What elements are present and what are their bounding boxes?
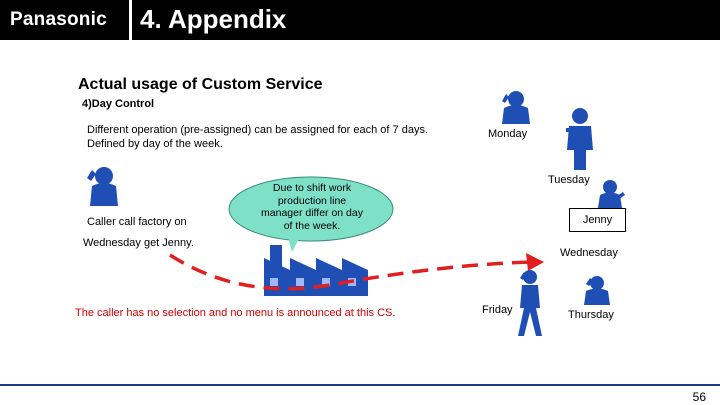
caller-caption-line-2: Wednesday get Jenny. <box>83 237 194 249</box>
panasonic-logo: Panasonic <box>10 9 107 30</box>
bubble-line-1: Due to shift work <box>272 182 352 194</box>
wednesday-label: Wednesday <box>560 247 618 259</box>
friday-person-icon <box>518 270 542 336</box>
caller-person-icon <box>87 167 118 206</box>
thursday-person-icon <box>584 276 610 305</box>
bubble-line-3: manager differ on day <box>261 207 363 219</box>
subsection-title: 4)Day Control <box>82 98 155 110</box>
footer-divider <box>0 384 720 386</box>
tuesday-person-icon <box>566 108 593 170</box>
bubble-line-4: of the week. <box>283 219 341 232</box>
caller-note: The caller has no selection and no menu … <box>75 307 396 319</box>
friday-label: Friday <box>482 304 513 316</box>
header-bar: Panasonic 4. Appendix <box>0 0 720 40</box>
tuesday-label: Tuesday <box>548 174 590 186</box>
monday-person-icon <box>502 91 530 124</box>
description-line-2: Defined by day of the week. <box>87 138 223 150</box>
thursday-label: Thursday <box>568 309 614 321</box>
description-line-1: Different operation (pre-assigned) can b… <box>87 124 428 136</box>
bubble-line-2: production line <box>277 194 347 207</box>
jenny-label-box: Jenny <box>569 208 626 232</box>
page-title: 4. Appendix <box>140 4 287 34</box>
caller-caption-line-1: Caller call factory on <box>87 216 187 228</box>
monday-label: Monday <box>488 128 528 140</box>
jenny-person-icon <box>598 180 625 208</box>
section-title: Actual usage of Custom Service <box>78 76 323 93</box>
header-divider <box>129 0 132 40</box>
page-number: 56 <box>692 390 706 404</box>
call-route-arrow <box>169 253 544 291</box>
bubble-text: Due to shift work production line manage… <box>257 182 367 232</box>
jenny-label: Jenny <box>582 214 613 226</box>
speech-bubble <box>228 176 394 252</box>
description: Different operation (pre-assigned) can b… <box>87 123 467 151</box>
